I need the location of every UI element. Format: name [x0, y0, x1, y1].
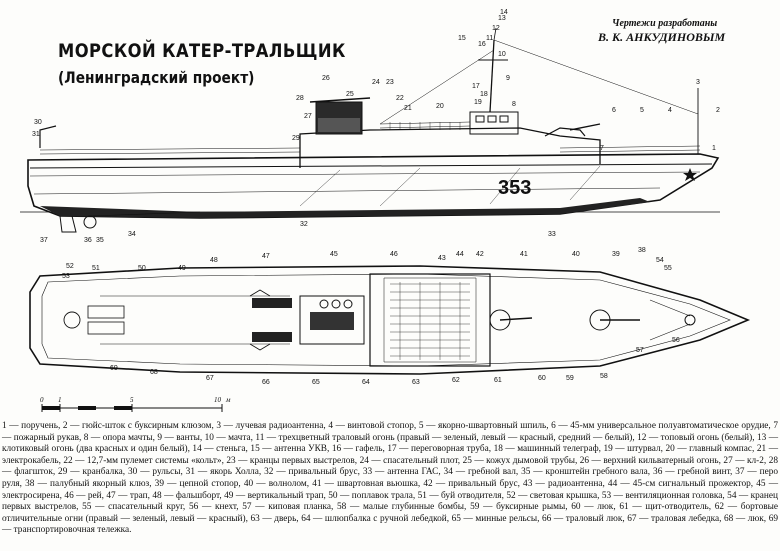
callout-side-8: 8: [512, 101, 516, 108]
callout-plan-60: 60: [538, 375, 546, 382]
scale-label-5: 5: [130, 396, 134, 404]
callout-side-20: 20: [436, 103, 444, 110]
callout-side-37: 37: [40, 237, 48, 244]
callout-side-36: 36: [84, 237, 92, 244]
callout-plan-39: 39: [612, 251, 620, 258]
callout-plan-40: 40: [572, 251, 580, 258]
callout-plan-68: 68: [150, 369, 158, 376]
legend-text: 1 — поручень, 2 — гюйс-шток с буксирным …: [2, 421, 778, 536]
callout-plan-63: 63: [412, 379, 420, 386]
callout-plan-50: 50: [138, 265, 146, 272]
callout-plan-43: 43: [438, 255, 446, 262]
plan-hull: [29, 265, 751, 375]
callout-side-16: 16: [478, 41, 486, 48]
callout-side-26: 26: [322, 75, 330, 82]
callout-side-35: 35: [96, 237, 104, 244]
callout-side-22: 22: [396, 95, 404, 102]
callout-plan-58: 58: [600, 373, 608, 380]
callout-plan-62: 62: [452, 377, 460, 384]
hull-number: 353: [498, 177, 531, 199]
callout-plan-61: 61: [494, 377, 502, 384]
callout-plan-65: 65: [312, 379, 320, 386]
callout-side-4: 4: [668, 107, 672, 114]
callout-side-23: 23: [386, 79, 394, 86]
callout-plan-67: 67: [206, 375, 214, 382]
callout-plan-45: 45: [330, 251, 338, 258]
callout-plan-42: 42: [476, 251, 484, 258]
callout-plan-52: 52: [66, 263, 74, 270]
callout-side-11: 11: [486, 35, 493, 42]
callout-side-21: 21: [404, 105, 412, 112]
callout-side-1: 1: [712, 145, 716, 152]
callout-plan-41: 41: [520, 251, 528, 258]
callout-side-30: 30: [34, 119, 42, 126]
callout-side-33: 33: [548, 231, 556, 238]
callout-plan-49: 49: [178, 265, 186, 272]
callout-side-12: 12: [492, 25, 500, 32]
callout-side-15: 15: [458, 35, 466, 42]
callout-side-3: 3: [696, 79, 700, 86]
callout-plan-51: 51: [92, 265, 100, 272]
ship-drawing: 353 0 1 5 10 м 1234567891011121314151617…: [20, 9, 751, 412]
callout-side-25: 25: [346, 91, 354, 98]
scale-labels: 0 1 5 10 м: [40, 396, 231, 404]
callout-plan-38: 38: [638, 247, 646, 254]
callout-plan-47: 47: [262, 253, 270, 260]
callout-side-13: 13: [498, 15, 506, 22]
callout-side-6: 6: [612, 107, 616, 114]
credit-line-1: Чертежи разработаны: [612, 18, 718, 29]
callout-side-29: 29: [292, 135, 300, 142]
scale-label-10: 10: [214, 396, 222, 404]
callout-side-2: 2: [716, 107, 720, 114]
callout-side-7: 7: [600, 145, 604, 152]
scale-bar: [41, 404, 223, 412]
callout-side-14: 14: [500, 9, 508, 16]
callout-side-31: 31: [32, 131, 40, 138]
scale-label-0: 0: [40, 396, 44, 404]
credit-line-2: В. К. АНКУДИНОВЫМ: [598, 30, 726, 44]
scale-unit: м: [225, 396, 231, 404]
callout-plan-56: 56: [672, 337, 680, 344]
callout-side-18: 18: [480, 91, 488, 98]
callout-plan-57: 57: [636, 347, 644, 354]
plan-view: [29, 265, 751, 375]
callout-plan-48: 48: [210, 257, 218, 264]
callout-plan-66: 66: [262, 379, 270, 386]
callout-plan-53: 53: [62, 273, 70, 280]
callout-side-10: 10: [498, 51, 506, 58]
side-superstructure: [299, 127, 601, 168]
page-title: МОРСКОЙ КАТЕР-ТРАЛЬЩИК: [58, 40, 346, 62]
scale-label-1: 1: [58, 396, 62, 404]
side-hull: [27, 153, 720, 219]
callout-side-27: 27: [304, 113, 312, 120]
callout-plan-64: 64: [362, 379, 370, 386]
callout-plan-59: 59: [566, 375, 574, 382]
callout-side-19: 19: [474, 99, 482, 106]
callout-side-24: 24: [372, 79, 380, 86]
callout-plan-54: 54: [656, 257, 664, 264]
page-subtitle: (Ленинградский проект): [58, 68, 255, 87]
callout-side-28: 28: [296, 95, 304, 102]
callout-plan-46: 46: [390, 251, 398, 258]
callout-plan-69: 69: [110, 365, 118, 372]
callout-side-34: 34: [128, 231, 136, 238]
callout-side-9: 9: [506, 75, 510, 82]
callout-side-17: 17: [472, 83, 480, 90]
callout-plan-55: 55: [664, 265, 672, 272]
callout-side-5: 5: [640, 107, 644, 114]
callout-side-32: 32: [300, 221, 308, 228]
callout-plan-44: 44: [456, 251, 464, 258]
side-view: [20, 27, 720, 233]
